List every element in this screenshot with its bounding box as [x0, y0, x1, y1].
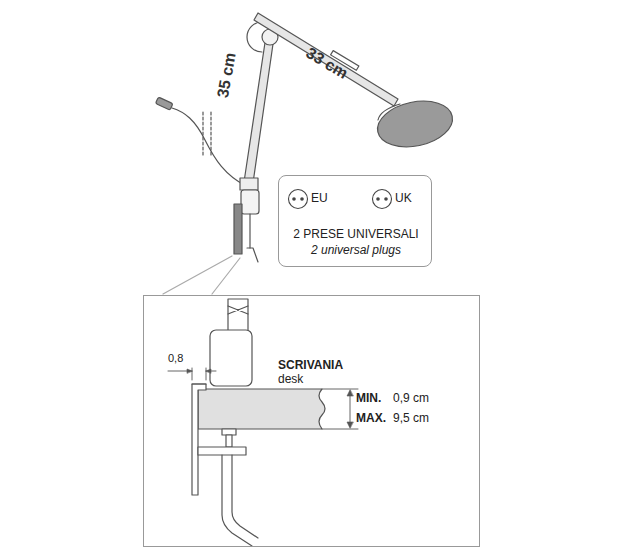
dim-arrow — [347, 390, 353, 428]
socket-outline — [373, 190, 392, 209]
detail-screw-pad — [222, 429, 236, 435]
node-text: 0,8 — [168, 352, 183, 364]
detail-clamp-lip — [192, 383, 206, 384]
upper-arm — [254, 13, 398, 106]
power-cable — [172, 108, 246, 186]
node-text: MIN. — [356, 392, 381, 405]
plug-panel: 2 PRESE UNIVERSALI 2 universal plugs EU UK — [278, 175, 432, 267]
plug-icon: EU — [287, 186, 339, 212]
node-text: SCRIVANIA — [278, 359, 343, 372]
detail-panel: 0,8SCRIVANIAdeskMIN. 0,9 cm MAX. 9,5 cm — [143, 295, 480, 547]
node-text: MAX. — [356, 412, 386, 425]
socket-pin — [384, 197, 388, 201]
node-text: 2 PRESE UNIVERSALI — [279, 228, 433, 241]
socket-pin — [292, 197, 296, 201]
plug-icon: UK — [371, 186, 423, 212]
lamp-head-rim — [378, 104, 400, 120]
node-text: EU — [311, 192, 328, 205]
break-line — [210, 112, 211, 155]
lower-arm — [244, 36, 274, 183]
detail-screw — [226, 435, 232, 447]
socket-pin — [300, 197, 304, 201]
node-text: 2 universal plugs — [279, 244, 433, 257]
detail-clamp-jaw — [198, 447, 246, 455]
dimension-label: 33 cm — [303, 44, 351, 83]
clamp-handle — [247, 248, 258, 262]
dim-line — [168, 368, 216, 380]
break-line — [202, 112, 203, 155]
cable-plug — [155, 97, 172, 110]
socket-pin — [376, 197, 380, 201]
elbow-spring — [247, 22, 262, 52]
socket-outline — [289, 190, 308, 209]
lamp-head — [373, 95, 456, 154]
arm-base — [240, 178, 258, 190]
node-text: 0,9 cm — [393, 392, 429, 405]
detail-stem — [228, 299, 248, 331]
detail-leader — [163, 256, 232, 294]
clamp-plate — [234, 204, 242, 254]
clamp-screw — [249, 214, 250, 248]
detail-clamp-body — [210, 330, 252, 386]
clamp-body — [241, 190, 259, 214]
detail-handle — [222, 455, 258, 546]
detail-clamp-plate — [192, 384, 206, 495]
desk-section — [198, 389, 325, 429]
node-text: UK — [395, 192, 412, 205]
dim-line — [322, 389, 358, 429]
detail-stem-cross — [228, 306, 248, 314]
node-text: 9,5 cm — [393, 412, 429, 425]
dim-arrow — [187, 369, 211, 373]
dimension-label: 35 cm — [214, 51, 240, 99]
node-text: desk — [278, 373, 303, 386]
detail-leader — [212, 258, 240, 294]
